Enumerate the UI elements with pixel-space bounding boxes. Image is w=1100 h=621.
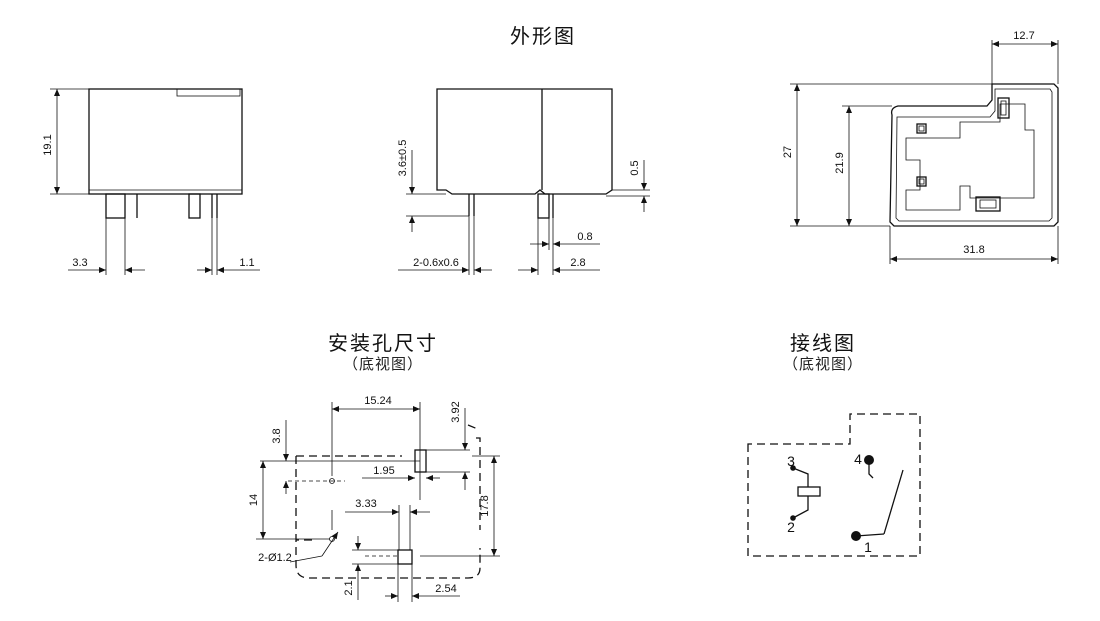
dim-mount-d9-label: 2.54 xyxy=(435,583,456,595)
dim-standoff-label: 3.6±0.5 xyxy=(397,140,409,177)
dim-pin-spacing-label: 2.8 xyxy=(570,257,585,269)
wiring-title: 接线图 xyxy=(790,331,856,355)
dim-standoff-small-label: 0.5 xyxy=(629,160,641,175)
dim-height-label: 19.1 xyxy=(42,134,54,155)
wiring-diagram: 3 2 4 1 xyxy=(747,413,921,557)
dim-pin-width-label: 1.1 xyxy=(239,257,254,269)
dim-mount-d8-label: 2.1 xyxy=(343,580,355,595)
dim-inner-height-label: 21.9 xyxy=(834,152,846,173)
mounting-hole-drawing: 15.24 3.92 3.8 1.95 14 3.33 17.8 2-Ø1.2 xyxy=(248,395,500,602)
pin-1-label: 1 xyxy=(864,539,872,555)
dim-total-height-label: 27 xyxy=(782,146,794,158)
dim-pin-offset-label: 3.3 xyxy=(72,257,87,269)
outline-title: 外形图 xyxy=(510,24,576,48)
dim-mount-holes-label: 2-Ø1.2 xyxy=(258,552,292,564)
dim-mount-d4-label: 1.95 xyxy=(373,465,394,477)
wiring-subtitle: （底视图） xyxy=(782,355,864,373)
dim-mount-d6-label: 3.33 xyxy=(355,498,376,510)
pin-4-label: 4 xyxy=(854,451,862,467)
dim-total-width-label: 31.8 xyxy=(963,244,984,256)
dim-pin-thickness-label: 0.8 xyxy=(577,231,592,243)
pin-2-label: 2 xyxy=(787,519,795,535)
mounting-subtitle: （底视图） xyxy=(342,355,424,373)
dim-mount-d1-label: 15.24 xyxy=(364,395,392,407)
dim-mount-d2-label: 3.92 xyxy=(450,401,462,422)
dim-top-width-label: 12.7 xyxy=(1013,30,1034,42)
dim-pin-size-label: 2-0.6x0.6 xyxy=(413,257,459,269)
mounting-title: 安装孔尺寸 xyxy=(328,331,438,355)
front-view: 19.1 3.3 1.1 xyxy=(42,88,260,275)
dim-mount-d7-label: 17.8 xyxy=(479,495,491,516)
top-view: 12.7 27 21.9 31.8 xyxy=(782,30,1059,264)
dim-mount-d3-label: 3.8 xyxy=(271,428,283,443)
dim-mount-d5-label: 14 xyxy=(248,494,260,506)
side-view: 3.6±0.5 0.5 2-0.6x0.6 0.8 2.8 xyxy=(397,88,650,275)
pin-3-label: 3 xyxy=(787,453,795,469)
